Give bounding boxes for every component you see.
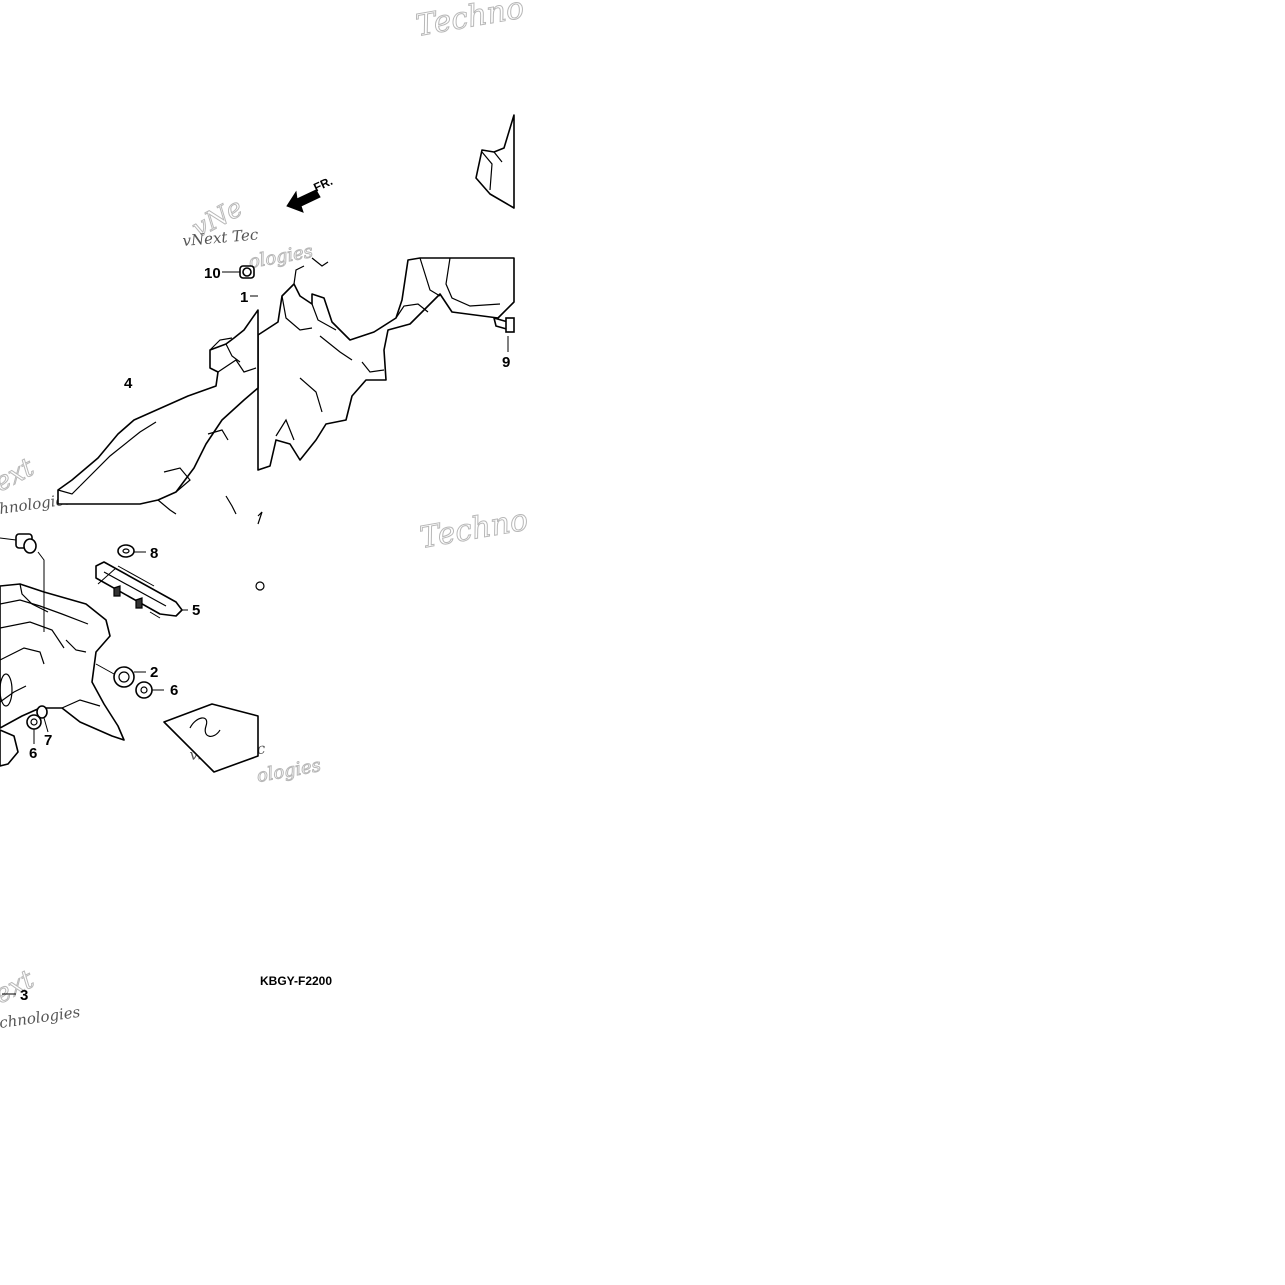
- direction-label: FR.: [311, 174, 334, 195]
- watermark-text: chnologies: [0, 1003, 82, 1032]
- callout-number: 1: [240, 289, 248, 306]
- callout-number: 6: [29, 745, 37, 762]
- callout-number: 9: [502, 354, 510, 371]
- callout-number: 2: [150, 664, 158, 681]
- callout-number: 4: [124, 375, 133, 392]
- seat-bracket-part: [475, 114, 515, 209]
- callout-number: 3: [20, 987, 28, 1004]
- callout-number: 10: [204, 265, 221, 282]
- license-plate: [163, 703, 259, 773]
- license-bracket-assembly: [0, 583, 125, 767]
- bolt-9: [492, 316, 515, 352]
- watermark-text: Techno: [417, 502, 530, 555]
- callout-number: 6: [170, 682, 178, 699]
- inner-fender-upper: [257, 257, 515, 471]
- grommet-part: [0, 533, 45, 632]
- figure-code: KBGY-F2200: [260, 974, 332, 988]
- callout-number: 5: [192, 602, 200, 619]
- watermark-text: Techno: [413, 0, 526, 44]
- watermark-text: ologies: [255, 755, 322, 787]
- watermark-text: ext: [0, 452, 40, 498]
- front-direction-arrow: FR.: [286, 174, 335, 213]
- nut-6-left: [26, 714, 42, 744]
- bolt-10: [222, 265, 255, 279]
- nut-6-right: [135, 681, 164, 699]
- callout-number: 7: [44, 732, 52, 749]
- watermark-layer: Techno vNe vNext Tec ologies ext hnologi…: [0, 0, 531, 1032]
- edge-fastener: [255, 511, 265, 591]
- callout-labels: 10 1 4 9 8 5 2 6 6 7 3: [20, 265, 510, 1004]
- watermark-text: ologies: [247, 241, 314, 273]
- washer-7: [36, 705, 49, 733]
- collar-8: [117, 544, 146, 558]
- rear-fender-part-4: [57, 309, 259, 515]
- plate-bracket-5: [95, 561, 188, 619]
- callout-number: 8: [150, 545, 158, 562]
- grommet-2: [95, 663, 146, 688]
